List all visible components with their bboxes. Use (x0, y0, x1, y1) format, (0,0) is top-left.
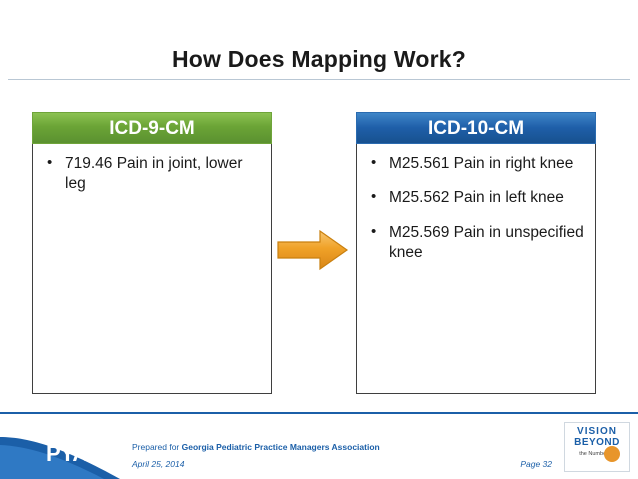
badge-line-tagline: the Numbers® (579, 451, 615, 457)
right-arrow-icon (276, 228, 350, 272)
list-item: M25.569 Pain in unspecified knee (363, 222, 589, 264)
list-item: 719.46 Pain in joint, lower leg (39, 153, 265, 195)
column-header-icd10: ICD-10-CM (356, 112, 596, 144)
bullet-list-icd10: M25.561 Pain in right knee M25.562 Pain … (363, 153, 589, 264)
column-body-icd9: 719.46 Pain in joint, lower leg (32, 144, 272, 394)
footer: PYA Prepared for Georgia Pediatric Pract… (0, 414, 638, 479)
vision-beyond-badge: VISION BEYOND the Numbers® (564, 422, 630, 472)
footer-prepared-org: Georgia Pediatric Practice Managers Asso… (181, 441, 380, 452)
column-body-icd10: M25.561 Pain in right knee M25.562 Pain … (356, 144, 596, 394)
page-number: Page 32 (520, 459, 552, 469)
bullet-list-icd9: 719.46 Pain in joint, lower leg (39, 153, 265, 195)
footer-prepared-prefix: Prepared for (132, 441, 182, 452)
footer-date: April 25, 2014 (132, 459, 185, 469)
column-icd9: ICD-9-CM 719.46 Pain in joint, lower leg (32, 112, 272, 394)
badge-line-vision: VISION (577, 426, 617, 437)
footer-swoosh-shape (0, 437, 120, 479)
page-title: How Does Mapping Work? (171, 46, 467, 72)
column-header-icd9: ICD-9-CM (32, 112, 272, 144)
list-item: M25.561 Pain in right knee (363, 153, 589, 174)
badge-line-beyond: BEYOND (574, 436, 620, 448)
pya-logo: PYA (46, 441, 88, 466)
list-item: M25.562 Pain in left knee (363, 187, 589, 208)
badge-dot-icon (604, 446, 620, 462)
footer-prepared-for: Prepared for Georgia Pediatric Practice … (132, 442, 380, 453)
title-divider (8, 79, 630, 80)
column-icd10: ICD-10-CM M25.561 Pain in right knee M25… (356, 112, 596, 394)
footer-divider (0, 412, 638, 415)
